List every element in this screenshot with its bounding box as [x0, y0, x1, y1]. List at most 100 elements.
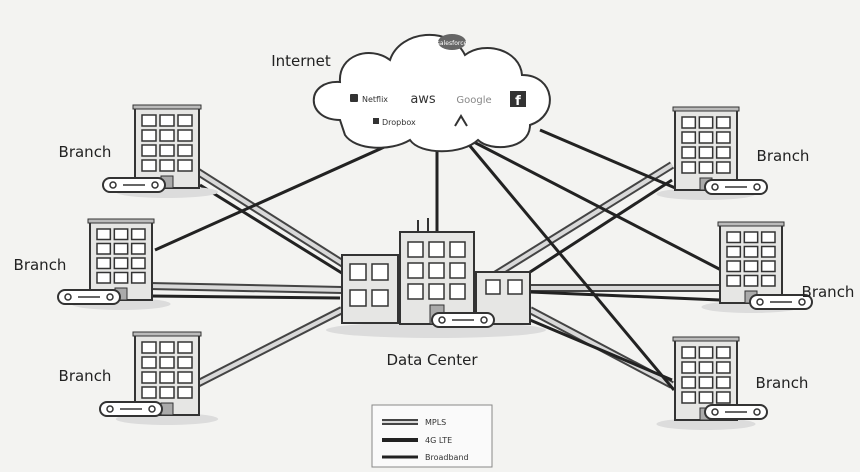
branch-building-top-left [102, 104, 219, 198]
window [159, 144, 175, 157]
datacenter [326, 218, 546, 338]
link-internet-branch-top-right-2 [539, 128, 681, 192]
window [159, 356, 175, 369]
google-logo: Google [456, 95, 491, 106]
netflix-icon [350, 94, 358, 102]
window [159, 159, 175, 172]
branch-label-bottom-right: Branch [756, 374, 809, 392]
window [159, 341, 175, 354]
window [698, 146, 714, 159]
branch-building-top-right [656, 106, 768, 200]
window [407, 262, 424, 279]
window [141, 114, 157, 127]
window [141, 129, 157, 142]
window [726, 231, 742, 244]
window [760, 274, 776, 287]
branch-labels: Branch Branch Branch Branch Branch Branc… [14, 143, 855, 392]
window [698, 376, 714, 389]
window [407, 283, 424, 300]
window [113, 228, 129, 241]
window [681, 391, 697, 404]
window [177, 356, 193, 369]
window [96, 271, 112, 284]
window [177, 144, 193, 157]
link-branch-top-left-datacenter [199, 183, 346, 277]
mpls-link-branch-bottom-left [193, 306, 344, 389]
legend-item-lte: 4G LTE [382, 436, 452, 445]
window [141, 386, 157, 399]
link-datacenter-branch-bottom-right [529, 318, 673, 382]
window [177, 341, 193, 354]
window [159, 129, 175, 142]
window [760, 231, 776, 244]
internet-links [149, 128, 726, 391]
salesforce-logo: salesforce [437, 40, 468, 47]
window [715, 376, 731, 389]
window [141, 159, 157, 172]
window [371, 289, 389, 307]
window [681, 131, 697, 144]
window [141, 144, 157, 157]
app-icon [454, 114, 468, 127]
salesforce-icon [438, 34, 466, 50]
mpls-link-branch-top-left [192, 166, 348, 269]
link-branch-mid-left-datacenter [149, 294, 341, 300]
window [141, 356, 157, 369]
window [177, 386, 193, 399]
facebook-icon [510, 91, 526, 107]
window [698, 346, 714, 359]
window [681, 361, 697, 374]
branch-label-bottom-left: Branch [59, 367, 112, 385]
netflix-logo: Netflix [362, 95, 388, 104]
link-internet-branch-mid-right [469, 138, 726, 274]
mpls-link-branch-mid-left [149, 282, 343, 294]
window [485, 279, 501, 295]
window [715, 116, 731, 129]
branch-label-top-right: Branch [757, 147, 810, 165]
datacenter-label: Data Center [386, 351, 478, 369]
window [681, 116, 697, 129]
router-icon [704, 179, 768, 195]
window [715, 146, 731, 159]
window [96, 257, 112, 270]
internet-cloud: Internet salesforce Netflix aws Google f… [271, 33, 551, 153]
legend-broadband-label: Broadband [425, 453, 469, 462]
window [141, 371, 157, 384]
window [507, 279, 523, 295]
legend-item-broadband: Broadband [382, 453, 469, 462]
router-icon [57, 289, 121, 305]
window [428, 283, 445, 300]
window [349, 289, 367, 307]
mpls-links [149, 161, 720, 389]
legend-mpls-label: MPLS [425, 418, 446, 427]
legend-item-mpls: MPLS [382, 418, 446, 427]
mpls-link-branch-bottom-right [528, 306, 674, 389]
legend: MPLS 4G LTE Broadband [371, 404, 493, 468]
dropbox-logo: Dropbox [382, 118, 416, 127]
window [715, 131, 731, 144]
window [743, 260, 759, 273]
dropbox-icon [373, 118, 379, 124]
router-icon [99, 401, 163, 417]
window [681, 161, 697, 174]
mpls-link-branch-top-right [487, 161, 675, 282]
branch-label-mid-left: Branch [14, 256, 67, 274]
window [449, 262, 466, 279]
window [715, 346, 731, 359]
link-internet-branch-bottom-right [463, 139, 676, 391]
window [407, 241, 424, 258]
window [449, 283, 466, 300]
link-datacenter-branch-mid-right [529, 290, 721, 302]
window [428, 262, 445, 279]
window [715, 361, 731, 374]
link-datacenter-branch-top-right [509, 178, 673, 287]
window [349, 263, 367, 281]
branch-label-mid-right: Branch [802, 283, 855, 301]
window [177, 371, 193, 384]
window [449, 241, 466, 258]
window [760, 245, 776, 258]
window [681, 376, 697, 389]
legend-lte-label: 4G LTE [425, 436, 452, 445]
window [113, 242, 129, 255]
